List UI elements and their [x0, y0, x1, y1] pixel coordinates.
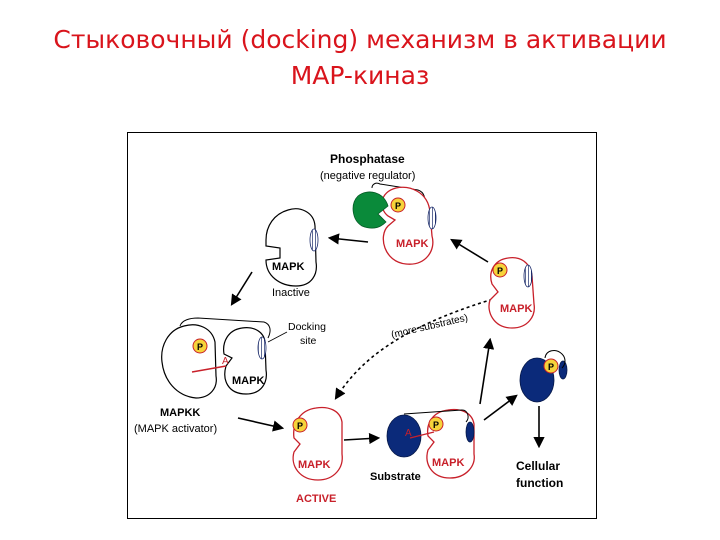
phosphate-icon	[292, 417, 308, 433]
activation-mark: A	[222, 356, 229, 367]
mapk-label: MAPK	[500, 303, 532, 315]
substrate-shape	[386, 414, 422, 458]
activation-loop	[191, 365, 227, 373]
docking-pointer	[267, 331, 288, 343]
mapk-label: MAPK	[396, 238, 428, 250]
activation-mark: A	[405, 428, 412, 439]
phosphate-icon	[192, 338, 208, 354]
docking-groove-icon	[309, 228, 319, 252]
arrow-more-substrates	[334, 299, 491, 400]
mapk-label: MAPK	[232, 375, 264, 387]
mapkk-tether	[179, 317, 271, 339]
arrow-dephosphorylation	[327, 233, 369, 245]
arrow-release	[479, 337, 495, 405]
active-label: ACTIVE	[296, 493, 336, 505]
docking-groove-icon	[257, 336, 267, 360]
substrate-label: Substrate	[370, 471, 421, 483]
svg-text:P: P	[497, 266, 503, 276]
site-label: site	[300, 335, 317, 347]
mapk-label: MAPK	[432, 457, 464, 469]
arrow-to-product	[483, 394, 518, 421]
mapk-activator-label: (MAPK activator)	[134, 423, 217, 435]
docking-site-annotation: Docking site	[267, 321, 326, 347]
title-line-1: Стыковочный (docking) механизм в активац…	[53, 25, 667, 54]
mapk-outline	[381, 186, 434, 265]
docking-motif-icon	[558, 360, 568, 380]
slide-title: Стыковочный (docking) механизм в активац…	[0, 22, 720, 94]
substrate-tether	[544, 350, 566, 369]
phosphatase-complex: Phosphatase (negative regulator) P MAPK	[320, 152, 437, 265]
title-line-2: MAP-киназ	[290, 61, 430, 90]
docking-label: Docking	[288, 321, 326, 333]
arrows	[230, 233, 545, 449]
phosphate-icon	[492, 262, 508, 278]
cellular-label: Cellular	[516, 459, 560, 473]
negative-regulator-label: (negative regulator)	[320, 170, 415, 182]
phosphate-icon	[390, 197, 406, 213]
svg-text:P: P	[197, 342, 203, 352]
mapk-label: MAPK	[272, 261, 304, 273]
phosphate-icon	[428, 416, 444, 432]
docking-motif-icon	[465, 421, 475, 443]
mapk-outline	[265, 208, 317, 287]
svg-text:P: P	[433, 420, 439, 430]
mapk-label: MAPK	[298, 459, 330, 471]
mapkk-outline	[161, 324, 217, 399]
released-mapk: P MAPK	[488, 256, 535, 329]
mapkk-mapk-complex: P A MAPK MAPKK (MAPK activator)	[134, 317, 271, 435]
arrow-to-mapkk	[230, 271, 253, 306]
more-substrates-label: (more substrates)	[390, 313, 469, 341]
arrow-activation	[237, 417, 285, 432]
mapkk-label: MAPKK	[160, 407, 200, 419]
arrow-to-phosphatase	[450, 238, 489, 263]
mapk-outline	[223, 327, 267, 395]
active-mapk: P MAPK ACTIVE	[292, 406, 343, 505]
inactive-mapk: MAPK Inactive	[265, 208, 319, 299]
docking-groove-icon	[523, 264, 533, 288]
svg-text:P: P	[548, 362, 554, 372]
phosphate-icon	[543, 358, 559, 374]
phosphorylated-substrate: P Cellular function	[516, 350, 568, 490]
phosphatase-shape	[352, 191, 389, 229]
docking-groove-icon	[427, 206, 437, 230]
substrate-mapk-complex: P A MAPK Substrate	[370, 408, 475, 483]
inactive-label: Inactive	[272, 287, 310, 299]
activation-loop	[409, 431, 435, 439]
phosphatase-label: Phosphatase	[330, 152, 405, 166]
substrate-tether	[403, 409, 469, 423]
svg-text:P: P	[395, 201, 401, 211]
svg-text:P: P	[297, 421, 303, 431]
arrow-to-substrate	[343, 432, 381, 445]
function-label: function	[516, 476, 563, 490]
